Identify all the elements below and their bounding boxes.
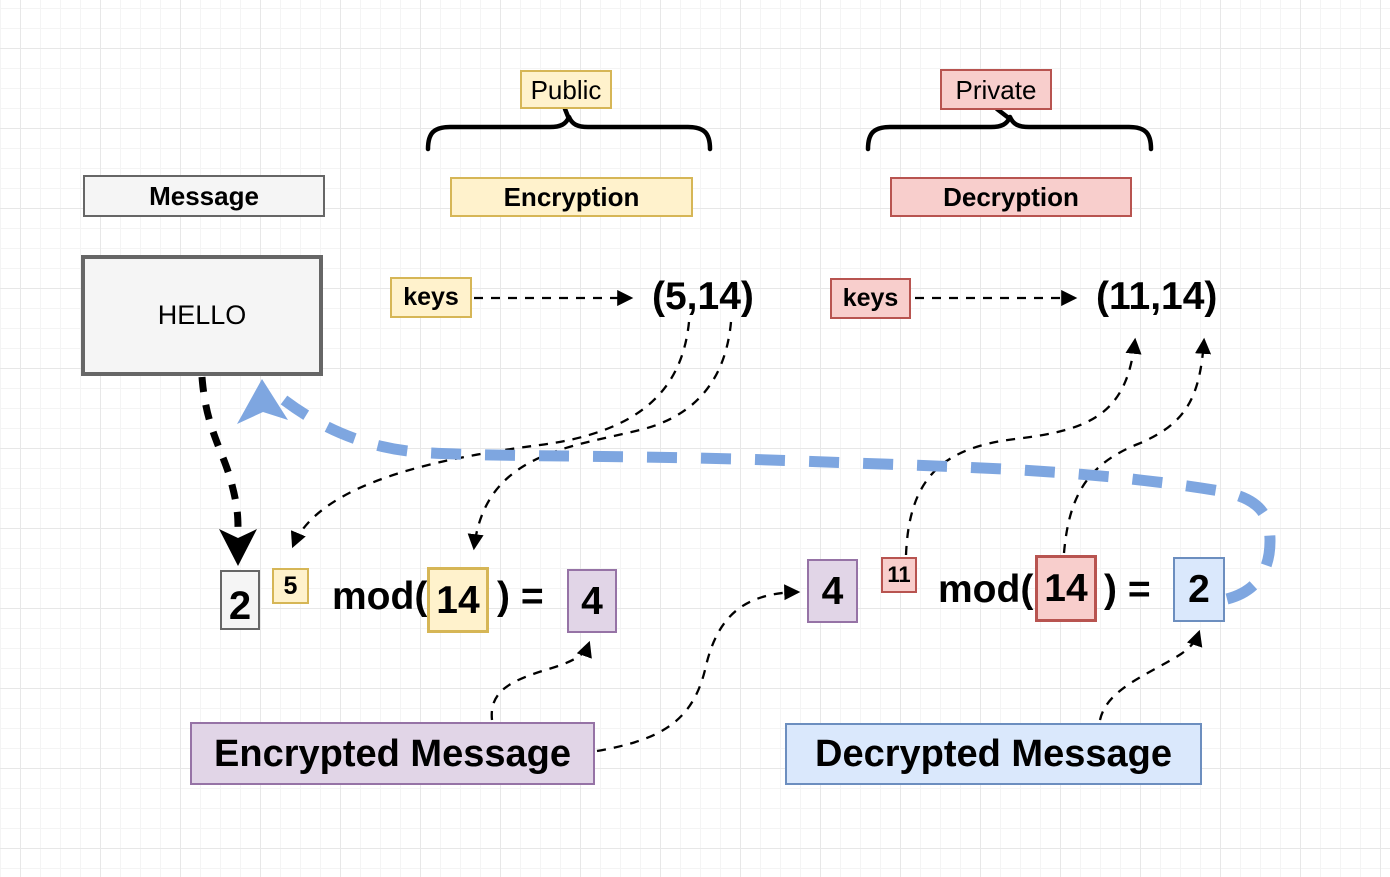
encryption-result-box: 4 — [567, 569, 617, 633]
decryption-base: 4 — [821, 569, 844, 613]
message-title-box: Message — [83, 175, 325, 217]
encryption-close-equals: ) = — [497, 575, 544, 618]
encryption-base: 2 — [228, 584, 252, 628]
encrypted-message-box: Encrypted Message — [190, 722, 595, 785]
decryption-base-box: 4 — [807, 559, 858, 623]
decryption-exponent-box: 11 — [881, 557, 917, 593]
decryption-modulus: 14 — [1044, 567, 1088, 610]
public-keys-label: keys — [403, 283, 459, 311]
encryption-exponent: 5 — [283, 571, 298, 600]
plaintext-value: HELLO — [157, 300, 247, 330]
encryption-modulus-box: 14 — [427, 567, 489, 633]
private-key-pair: (11,14) — [1096, 275, 1218, 318]
decryption-mod-open: mod( — [938, 568, 1034, 611]
public-keys-box: keys — [390, 277, 472, 318]
encryption-modulus: 14 — [436, 578, 480, 622]
encryption-exponent-box: 5 — [272, 568, 309, 604]
exponent11-connector — [904, 337, 1142, 556]
encryption-base-box: 2 — [220, 570, 260, 630]
encryption-box: Encryption — [450, 177, 693, 217]
encryption-mod-open: mod( — [332, 575, 428, 618]
private-keys-box: keys — [830, 278, 911, 319]
decryption-modulus-box: 14 — [1035, 555, 1097, 622]
decryption-box: Decryption — [890, 177, 1132, 217]
decrypted-message-box: Decrypted Message — [785, 723, 1202, 785]
modulus14-private-connector — [1062, 337, 1212, 554]
encrypted-message-label: Encrypted Message — [214, 732, 571, 775]
public-badge-label: Public — [530, 74, 602, 105]
decryption-label: Decryption — [943, 182, 1079, 212]
encryption-label: Encryption — [503, 182, 640, 212]
decrypted-to-message-arrow — [237, 379, 1276, 605]
decryption-result: 2 — [1188, 568, 1210, 611]
encrypted-to-cipher4-connector — [596, 584, 801, 753]
private-keys-label: keys — [842, 284, 899, 312]
decryption-close-equals: ) = — [1104, 568, 1151, 611]
public-key-pair: (5,14) — [652, 275, 754, 318]
decryption-exponent: 11 — [887, 562, 911, 587]
private-badge-label: Private — [955, 74, 1037, 105]
message-title: Message — [149, 181, 259, 211]
decryption-result-box: 2 — [1173, 557, 1225, 622]
encryption-result: 4 — [581, 579, 603, 623]
decrypted-to-result2-connector — [1098, 629, 1203, 721]
public-brace — [425, 106, 713, 152]
public-badge: Public — [520, 70, 612, 109]
exponent5-connector — [290, 321, 691, 549]
message-to-base2-arrow — [198, 376, 257, 566]
private-badge: Private — [940, 69, 1052, 110]
decrypted-message-label: Decrypted Message — [815, 733, 1172, 775]
private-brace — [865, 106, 1154, 152]
plaintext-box: HELLO — [81, 255, 323, 376]
encrypted-to-result4-connector — [490, 640, 592, 721]
modulus14-public-connector — [467, 321, 733, 551]
